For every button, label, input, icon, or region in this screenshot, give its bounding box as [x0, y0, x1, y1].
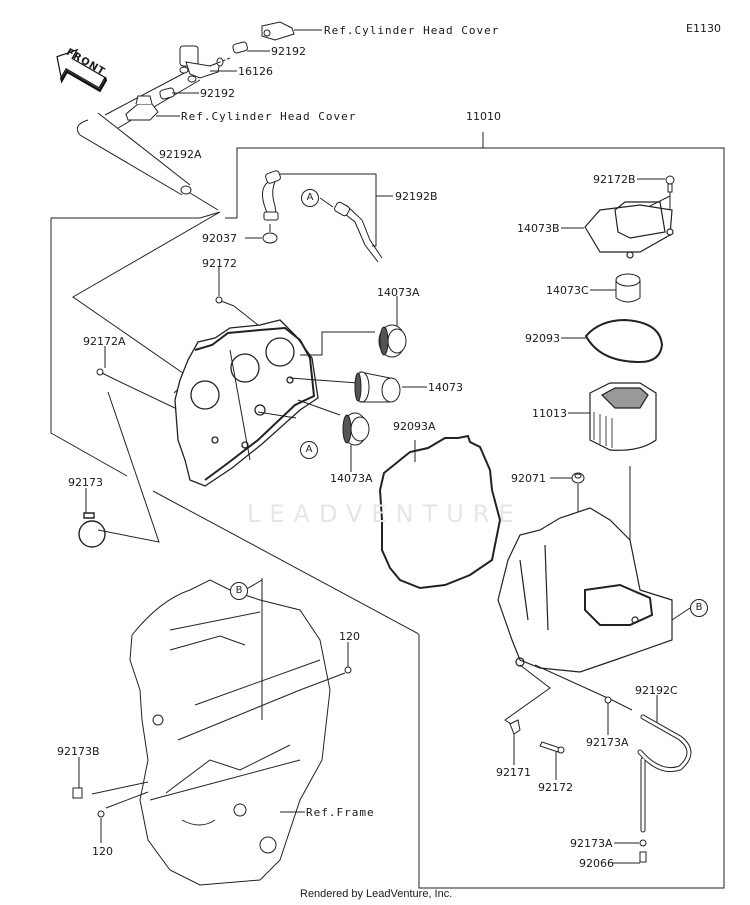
part-92173a-bottom[interactable]: 92173A	[570, 837, 613, 850]
screw-92172b	[666, 176, 674, 192]
part-92172[interactable]: 92172	[202, 257, 237, 270]
leader-bracket-outer	[51, 218, 127, 476]
ref-frame[interactable]: Ref.Frame	[306, 806, 375, 819]
part-92192a[interactable]: 92192A	[159, 148, 202, 161]
sleeve-14073c	[616, 274, 640, 302]
hose-92192b	[262, 170, 393, 262]
hose-92192c	[640, 717, 689, 830]
assembly-box-outline	[419, 132, 724, 888]
part-92173a-mid[interactable]: 92173A	[586, 736, 629, 749]
cover-14073b	[585, 202, 673, 258]
part-92171[interactable]: 92171	[496, 766, 531, 779]
grommet-14073a-top	[379, 325, 406, 357]
callout-b-airbox: B	[690, 599, 708, 617]
part-14073a-bottom[interactable]: 14073A	[330, 472, 373, 485]
hose-92192-top	[232, 41, 248, 53]
part-120-bottom[interactable]: 120	[92, 845, 113, 858]
plug-92066	[640, 852, 646, 862]
bolt-92172a	[97, 369, 103, 375]
clip-92173a-bottom	[640, 840, 646, 846]
callout-a-cover: A	[300, 441, 318, 459]
part-92093a[interactable]: 92093A	[393, 420, 436, 433]
leader-to-frame	[153, 491, 419, 635]
gasket-92093	[586, 320, 662, 362]
watermark: LEADVENTURE	[247, 500, 523, 528]
clamp-92037	[263, 224, 277, 243]
part-92093[interactable]: 92093	[525, 332, 560, 345]
filter-11013	[590, 383, 656, 450]
ref-cylinder-head-cover-bottom[interactable]: Ref.Cylinder Head Cover	[181, 110, 357, 123]
part-11013[interactable]: 11013	[532, 407, 567, 420]
cyl-cover-part-top	[262, 22, 294, 40]
hose-leader	[190, 193, 218, 210]
hose-92192-mid	[159, 87, 175, 99]
hose-end	[181, 186, 191, 194]
grommet-14073a-bottom	[343, 413, 369, 445]
part-92037[interactable]: 92037	[202, 232, 237, 245]
part-92192-top[interactable]: 92192	[271, 45, 306, 58]
part-92173[interactable]: 92173	[68, 476, 103, 489]
ref-cylinder-head-cover-top[interactable]: Ref.Cylinder Head Cover	[324, 24, 500, 37]
callout-b-frame: B	[230, 582, 248, 600]
part-92172-bottom[interactable]: 92172	[538, 781, 573, 794]
part-14073b[interactable]: 14073B	[517, 222, 560, 235]
part-14073[interactable]: 14073	[428, 381, 463, 394]
hose-92192a-body	[77, 113, 190, 195]
part-92192c[interactable]: 92192C	[635, 684, 678, 697]
footer-credit: Rendered by LeadVenture, Inc.	[300, 888, 453, 900]
valve-16126	[180, 46, 223, 82]
bolt-92172-lower	[540, 742, 564, 753]
part-92172b[interactable]: 92172B	[593, 173, 636, 186]
part-14073a-top[interactable]: 14073A	[377, 286, 420, 299]
part-92071[interactable]: 92071	[511, 472, 546, 485]
air-box-housing	[498, 508, 672, 672]
assembly-box-top-left	[225, 148, 483, 218]
cap-92171	[510, 720, 520, 734]
bolt-120-top	[345, 667, 351, 673]
part-92066[interactable]: 92066	[579, 857, 614, 870]
diagram-code: E1130	[686, 22, 721, 35]
head-cover-housing	[175, 320, 318, 486]
bolt-92172	[216, 297, 222, 303]
callout-a-top: A	[301, 189, 319, 207]
tube-14073	[355, 372, 400, 402]
cyl-cover-part-bottom	[126, 96, 158, 120]
part-16126[interactable]: 16126	[238, 65, 273, 78]
part-92172a[interactable]: 92172A	[83, 335, 126, 348]
clamp-92173	[79, 513, 105, 547]
clip-92173a-mid	[605, 697, 611, 703]
front-arrow-shape	[48, 43, 112, 99]
part-92173b[interactable]: 92173B	[57, 745, 100, 758]
part-92192b[interactable]: 92192B	[395, 190, 438, 203]
leader-92173	[98, 392, 159, 542]
grommet-92071	[572, 473, 584, 483]
part-92192-mid[interactable]: 92192	[200, 87, 235, 100]
assembly-label-11010[interactable]: 11010	[466, 110, 501, 123]
gasket-92093a	[380, 436, 500, 588]
part-14073c[interactable]: 14073C	[546, 284, 589, 297]
nut-92173b	[73, 788, 82, 798]
part-120-top[interactable]: 120	[339, 630, 360, 643]
frame	[130, 580, 330, 885]
bolt-120-bottom	[98, 811, 104, 817]
